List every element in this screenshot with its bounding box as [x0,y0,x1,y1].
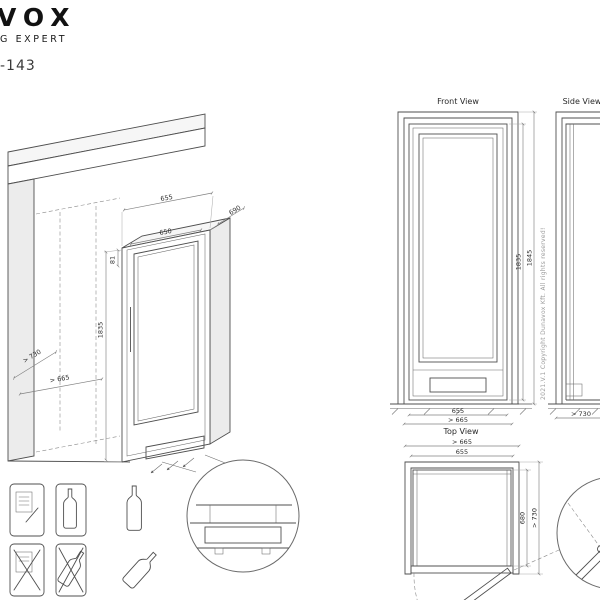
model-number: -143 [0,57,36,74]
iso-dim-height: 1835 [97,322,105,339]
front-view-title: Front View [437,97,479,106]
top-dim-product-width: 655 [456,448,468,456]
open-door-panel [463,567,512,600]
side-dim-niche-depth: > 730 [571,410,591,418]
iso-vent-grille [145,435,205,460]
hinge-pivot-icon [597,545,600,553]
iso-dim-top-depth: 690 [228,204,243,217]
front-dim-product-height: 1835 [515,254,523,271]
ground-hatch [549,408,599,415]
bottle-upright-box-icon [55,483,87,537]
niche-walls [404,461,520,575]
airflow-arrows-icon [150,457,195,474]
iso-dim-door-width: 650 [159,227,173,237]
wine-label-crossed-icon [9,543,45,597]
front-dim-niche-width: > 665 [448,416,468,424]
top-view-drawing: Top View > 665 655 680 > 730 [403,427,569,600]
top-dim-niche-width: > 665 [452,438,472,446]
side-vent-grille [565,383,583,397]
hinge-detail-circle [556,478,600,588]
iso-dim-recess-width: > 665 [49,373,70,384]
plinth-detail-circle [186,459,300,573]
brand-tagline: G EXPERT [0,33,68,45]
front-view-drawing: Front View 1835 [390,97,537,426]
brand-logo: VOX G EXPERT -143 [0,4,77,74]
side-view-drawing: Side View > 730 [548,97,600,420]
front-dim-product-width: 655 [452,407,464,415]
bottle-tilted-icon [122,551,157,589]
isometric-drawing: 655 650 690 81 1835 > 730 > 665 [7,113,292,490]
front-dim-niche-height: 1845 [526,250,534,267]
iso-dim-door-offset: 81 [109,256,117,264]
side-view-title: Side View [563,97,600,106]
bottle-tilted-crossed-box-icon [55,543,87,597]
plinth-vent-grille [204,526,282,544]
top-dim-product-depth: 680 [519,512,527,524]
wine-label-note-icon [9,483,45,537]
top-dim-niche-depth: > 730 [531,508,539,528]
brand-logo-text: VOX [0,3,77,32]
copyright-text: 2021.V.1 Copyright Dunavox Kft. All righ… [540,227,547,400]
pictogram-panel [9,483,157,597]
front-vent-grille [429,377,487,393]
bottle-upright-icon [126,485,142,531]
iso-dim-top-width: 655 [160,193,174,203]
top-view-title: Top View [442,427,478,436]
